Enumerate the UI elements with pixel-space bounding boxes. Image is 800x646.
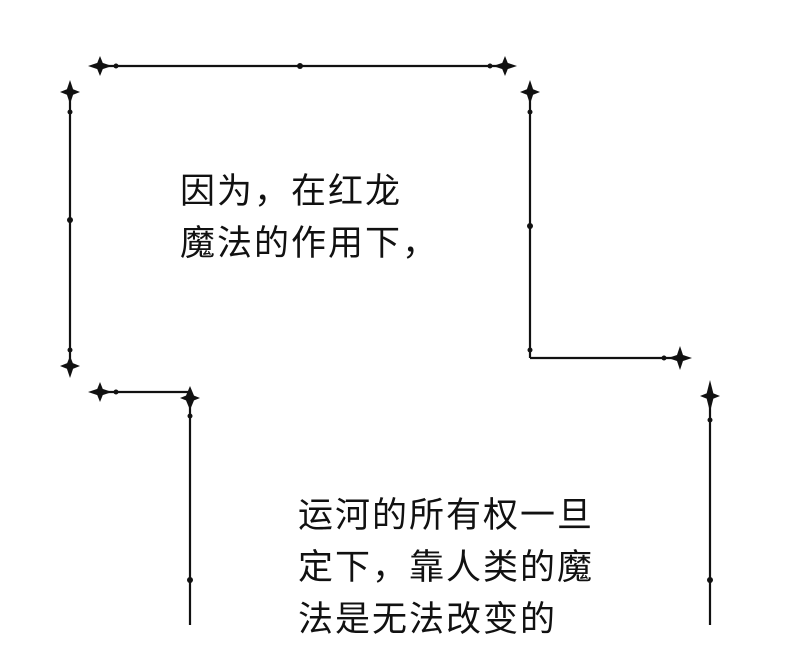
star-ornament-icon [180,386,200,410]
star-ornament-icon [668,346,692,370]
star-ornament-icon [700,380,720,412]
caption-2-line: 法是无法改变的 [298,600,558,640]
star-ornament-icon [88,56,112,76]
star-ornament-icon [60,80,80,104]
star-ornament-icon [60,356,80,378]
caption-frames [60,56,720,625]
caption-1-line: 因为，在红龙 [180,172,403,212]
caption-2-line: 运河的所有权一旦 [298,496,595,536]
caption-2-line: 定下，靠人类的魔 [298,548,595,588]
caption-1: 因为，在红龙 魔法的作用下， [180,166,439,270]
star-ornament-icon [520,80,540,104]
star-ornament-icon [493,56,517,76]
caption-2: 运河的所有权一旦 定下，靠人类的魔 法是无法改变的 [298,490,594,646]
caption-1-line: 魔法的作用下， [180,224,440,264]
frame-ornaments [60,56,720,583]
star-ornament-icon [88,382,112,402]
